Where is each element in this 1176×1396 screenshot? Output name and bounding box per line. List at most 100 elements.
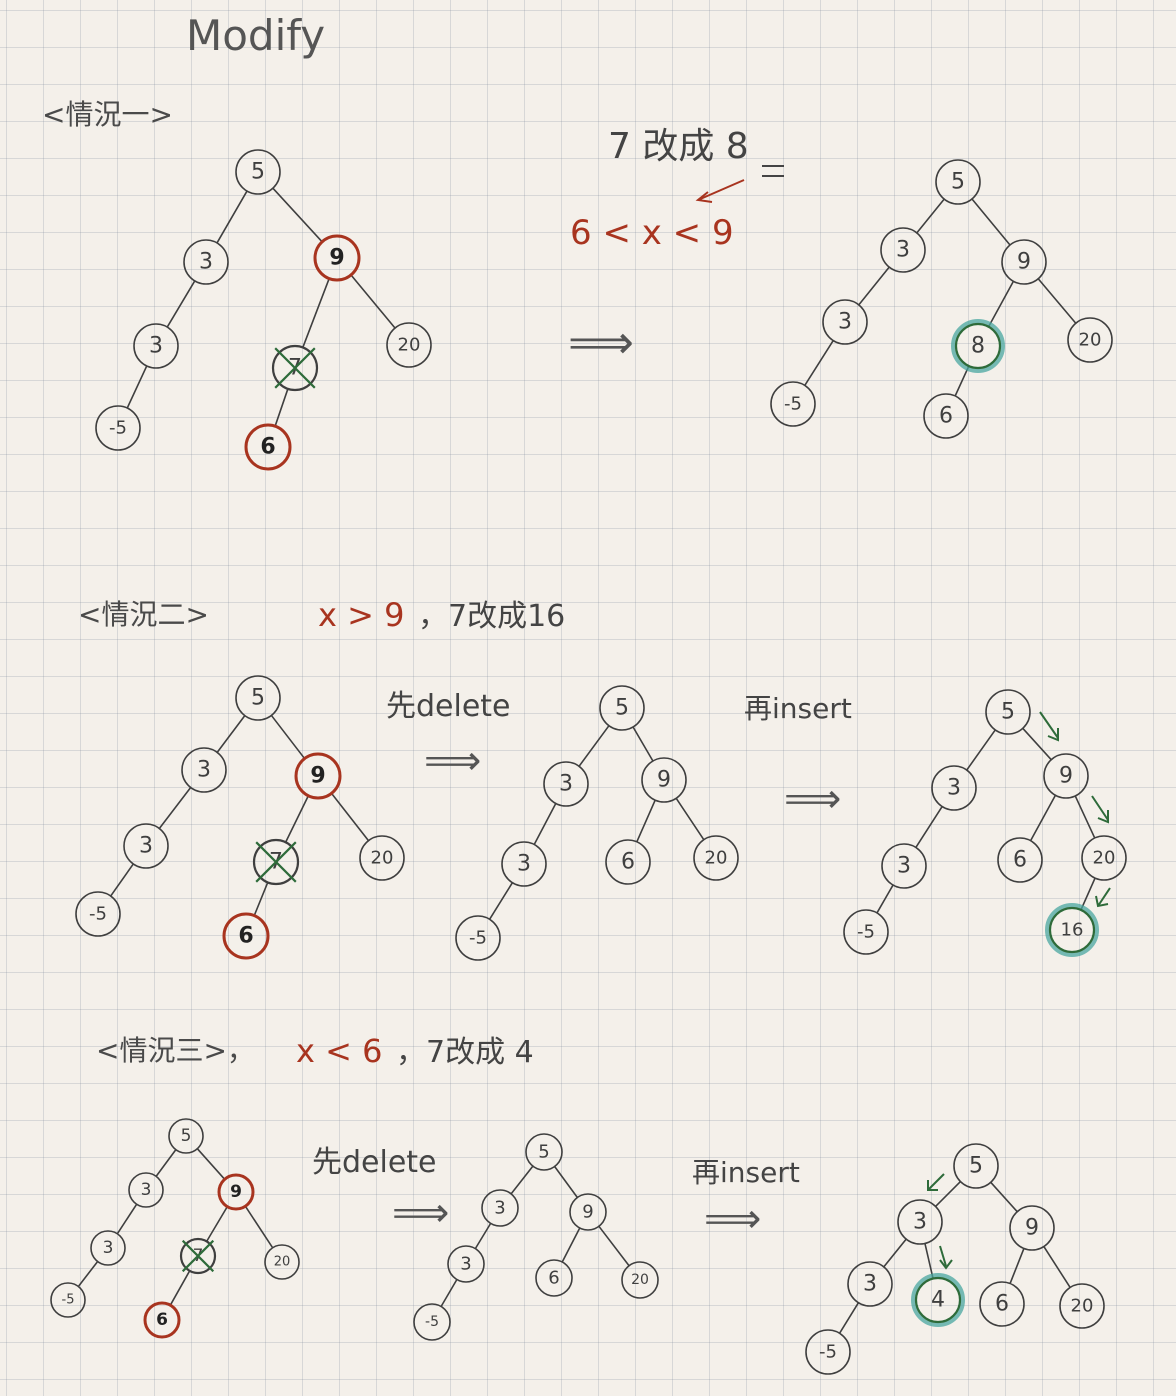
node-circle <box>179 1237 217 1275</box>
case-3-label: <情況三>， <box>96 1034 255 1067</box>
tree-node: -5 <box>455 915 501 961</box>
tree-edges <box>126 187 396 427</box>
tree-edge <box>1029 794 1057 842</box>
node-value: 9 <box>1017 250 1031 275</box>
node-value: 16 <box>1061 920 1084 941</box>
node-circle <box>525 1133 563 1171</box>
node-circle <box>313 234 361 282</box>
case-2-change-text: ，7改成16 <box>418 599 565 634</box>
tree-node: 5 <box>235 675 281 721</box>
tree-node: 6 <box>143 1301 181 1339</box>
node-value: 5 <box>251 686 265 711</box>
tree-edges <box>440 1165 630 1307</box>
node-value: 9 <box>329 246 344 271</box>
case-2-insert-path-arrows <box>1039 711 1111 908</box>
node-value: 9 <box>310 764 325 789</box>
node-circle <box>244 423 292 471</box>
node-value: 20 <box>274 1255 291 1270</box>
node-circle <box>50 1282 86 1318</box>
node-circle <box>931 765 977 811</box>
node-value: 6 <box>238 924 253 949</box>
node-value: 20 <box>371 848 394 869</box>
node-value: 3 <box>141 1180 152 1200</box>
case-1-label: <情況一> <box>42 98 173 131</box>
case-3-step-delete: 先delete <box>312 1145 437 1180</box>
tree-edges <box>804 198 1077 397</box>
case-2-arrow-insert: ⟹ <box>784 776 841 822</box>
tree-node: 3 <box>501 841 547 887</box>
tree-node: 6 <box>244 423 292 471</box>
case-1-tree-after: 5 3 9 3 8 20 -5 6 <box>770 159 1113 439</box>
path-arrow-1 <box>1039 711 1059 739</box>
node-circle <box>953 1143 999 1189</box>
node-value: 20 <box>631 1272 649 1288</box>
tree-node: 5 <box>235 149 281 195</box>
node-value: 5 <box>615 696 629 721</box>
tree-edge <box>561 1227 581 1263</box>
tree-edge <box>804 340 834 386</box>
case-1-transition-arrow: ⟹ <box>568 315 634 369</box>
node-circle <box>985 689 1031 735</box>
node-circle <box>881 843 927 889</box>
node-circle <box>252 838 300 886</box>
tree-edge <box>440 1279 458 1307</box>
tree-edge <box>1037 278 1077 324</box>
tree-edge <box>1080 877 1096 911</box>
node-circle <box>1001 239 1047 285</box>
tree-edge <box>216 715 246 753</box>
node-circle <box>847 1261 893 1307</box>
tree-node: 7 <box>179 1237 217 1275</box>
node-circle <box>1048 906 1096 954</box>
tree-edge <box>915 806 943 848</box>
tree-edge <box>155 1149 177 1177</box>
tree-node: 20 <box>1081 835 1127 881</box>
node-circle <box>128 1172 164 1208</box>
tree-edge <box>924 1243 934 1279</box>
node-value: -5 <box>469 928 487 949</box>
strike-mark <box>274 347 316 389</box>
node-circle <box>143 1301 181 1339</box>
tree-node: 3 <box>133 323 179 369</box>
node-value: 3 <box>559 772 573 797</box>
node-value: 3 <box>897 854 911 879</box>
tree-edge <box>169 1270 191 1306</box>
highlight-ring <box>1045 903 1099 957</box>
node-value: 3 <box>838 310 852 335</box>
node-value: 6 <box>156 1310 168 1330</box>
case-3-step-insert: 再insert <box>692 1156 800 1189</box>
path-arrowhead-2 <box>939 1259 953 1270</box>
tree-edge <box>110 863 134 897</box>
tree-node: 9 <box>569 1193 607 1231</box>
node-value: 3 <box>103 1238 114 1258</box>
tree-node: 6 <box>222 912 270 960</box>
case-1-change-text: 7 改成 8 <box>608 126 749 167</box>
node-value: 3 <box>896 238 910 263</box>
tree-node: -5 <box>843 909 889 955</box>
node-value: 3 <box>149 334 163 359</box>
tree-edges <box>488 725 705 920</box>
tree-node: 6 <box>997 837 1043 883</box>
node-circle <box>264 1244 300 1280</box>
node-value: 5 <box>969 1154 983 1179</box>
case-1-tree-before: 5 3 9 3 7 20 -5 6 <box>95 149 432 471</box>
tree-node: 20 <box>693 835 739 881</box>
tree-edge <box>533 803 557 845</box>
case-2-arrow-delete: ⟹ <box>424 738 481 784</box>
node-value: 20 <box>1093 848 1116 869</box>
tree-node: 3 <box>123 823 169 869</box>
node-value: -5 <box>857 922 875 943</box>
tree-edge <box>883 1238 907 1268</box>
tree-node: 20 <box>1067 317 1113 363</box>
tree-node: 3 <box>822 299 868 345</box>
case-2-tree-before: 5 3 9 3 7 20 -5 6 <box>75 675 405 960</box>
tree-node: -5 <box>770 381 816 427</box>
tree-node: 3 <box>543 761 589 807</box>
tree-edge <box>990 1181 1018 1213</box>
node-value: 6 <box>1013 848 1027 873</box>
tree-edge <box>510 1165 534 1195</box>
node-value: 8 <box>971 334 985 359</box>
tree-edge <box>158 787 192 829</box>
tree-node: 7 <box>271 344 319 392</box>
node-value: 6 <box>995 1292 1009 1317</box>
node-value: 4 <box>931 1288 945 1313</box>
